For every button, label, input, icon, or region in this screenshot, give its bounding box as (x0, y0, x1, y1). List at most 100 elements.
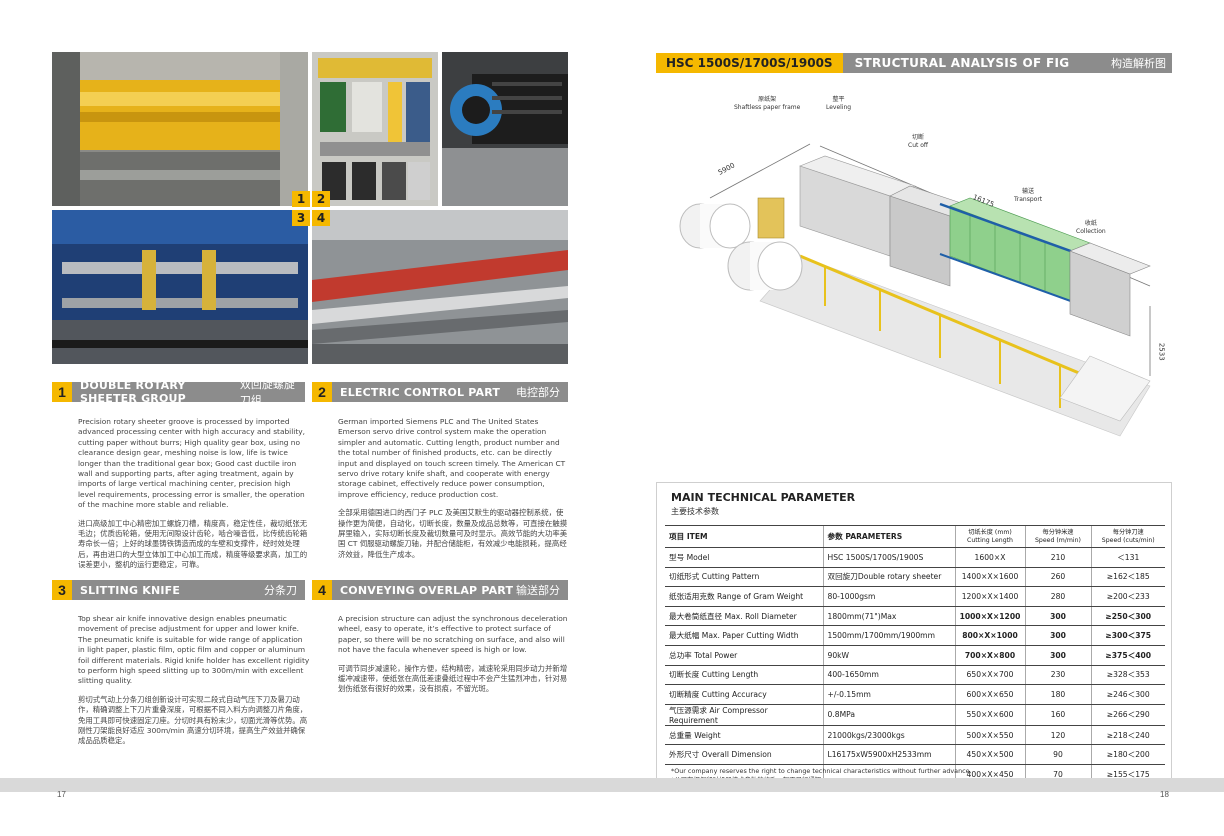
machine-illustration (679, 143, 1151, 437)
callout-collection: 收纸 Collection (1076, 220, 1106, 235)
callout-transport-cn: 输送 (1022, 188, 1035, 195)
section-2-body: German imported Siemens PLC and The Unit… (338, 417, 570, 568)
param-value: +/-0.15mm (822, 684, 955, 705)
callout-paper-frame-en: Shaftless paper frame (734, 103, 801, 111)
section-1-text-cn: 进口高级加工中心精密加工螺旋刀槽，精度高，稳定性佳，裁切纸张无毛边；优质齿轮箱，… (78, 518, 308, 570)
param-speed-cuts: ＜131 (1090, 547, 1165, 568)
parameter-table: 项目 ITEM 参数 PARAMETERS 切纸长度 (mm)Cutting L… (665, 525, 1165, 785)
param-speed-m: 260 (1024, 567, 1091, 588)
section-2-title-cn: 电控部分 (516, 387, 560, 399)
machine-diagram: 原纸架 Shaftless paper frame 整平 Leveling 切断… (650, 86, 1180, 466)
section-1-title: DOUBLE ROTARY SHEETER GROUP (80, 379, 186, 405)
photo-badge-3: 3 (292, 210, 310, 226)
param-speed-m: 120 (1024, 725, 1091, 746)
param-item: 切断精度 Cutting Accuracy (665, 684, 823, 705)
param-speed-m: 300 (1024, 606, 1091, 627)
structure-title: STRUCTURAL ANALYSIS OF FIG (854, 56, 1070, 70)
param-value: HSC 1500S/1700S/1900S (822, 547, 955, 568)
section-3-title-cn: 分条刀 (264, 585, 297, 597)
param-speed-cuts: ≥250＜300 (1090, 606, 1165, 627)
param-speed-m: 160 (1024, 704, 1091, 726)
param-speed-m: 300 (1024, 645, 1091, 666)
param-cutting-length: 1400×X×1600 (954, 567, 1025, 588)
callout-collection-en: Collection (1076, 227, 1106, 235)
header-speed-m-cn: 每分钟米速 (1042, 529, 1074, 536)
param-value: 90kW (822, 645, 955, 666)
callout-paper-frame-cn: 原纸架 (758, 96, 777, 103)
section-2-text-en: German imported Siemens PLC and The Unit… (338, 417, 566, 499)
section-3-title: SLITTING KNIFE (80, 583, 181, 597)
parameter-panel: MAIN TECHNICAL PARAMETER 主要技术参数 项目 ITEM … (656, 482, 1172, 788)
param-cutting-length: 800×X×1000 (954, 625, 1025, 646)
photo-badge-2: 2 (312, 191, 330, 207)
header-item: 项目 ITEM (665, 525, 823, 548)
photo-conveying (312, 210, 568, 364)
section-1-text-en: Precision rotary sheeter groove is proce… (78, 417, 305, 510)
param-speed-cuts: ≥162＜185 (1090, 567, 1165, 588)
page-number-left: 17 (57, 790, 66, 799)
param-cutting-length: 650×X×700 (954, 665, 1025, 686)
param-item: 型号 Model (665, 547, 823, 568)
param-value: 21000kgs/23000kgs (822, 725, 955, 746)
photo-control-cabinet (312, 52, 438, 206)
section-1-body: Precision rotary sheeter groove is proce… (78, 417, 310, 579)
param-item: 纸张适用克数 Range of Gram Weight (665, 586, 823, 607)
section-3-body: Top shear air knife innovative design en… (78, 614, 310, 755)
param-cutting-length: 500×X×550 (954, 725, 1025, 746)
section-4-title: CONVEYING OVERLAP PART (340, 583, 514, 597)
param-speed-m: 90 (1024, 744, 1091, 765)
param-value: 0.8MPa (822, 704, 955, 726)
dimension-height: 2533 (1157, 342, 1166, 361)
callout-cut-off-cn: 切断 (912, 134, 925, 141)
param-cutting-length: 600×X×650 (954, 684, 1025, 705)
param-value: L16175xW5900xH2533mm (822, 744, 955, 765)
section-4-text-en: A precision structure can adjust the syn… (338, 614, 568, 655)
section-4-body: A precision structure can adjust the syn… (338, 614, 570, 703)
param-item: 总功率 Total Power (665, 645, 823, 666)
callout-leveling-en: Leveling (826, 103, 852, 111)
callout-transport-en: Transport (1014, 195, 1043, 203)
param-cutting-length: 1000×X×1200 (954, 606, 1025, 627)
header-speed-cuts-en: Speed (cuts/min) (1101, 536, 1155, 544)
param-speed-m: 180 (1024, 684, 1091, 705)
param-value: 1500mm/1700mm/1900mm (822, 625, 955, 646)
section-2-number: 2 (312, 382, 332, 402)
param-speed-cuts: ≥266＜290 (1090, 704, 1165, 726)
param-item: 最大卷筒纸直径 Max. Roll Diameter (665, 606, 823, 627)
section-1-number: 1 (52, 382, 72, 402)
section-4-title-cn: 输送部分 (516, 585, 560, 597)
param-item: 切断长度 Cutting Length (665, 665, 823, 686)
callout-leveling: 整平 Leveling (826, 96, 851, 111)
photo-badge-1: 1 (292, 191, 310, 207)
param-speed-m: 230 (1024, 665, 1091, 686)
param-value: 双回旋刀Double rotary sheeter (822, 567, 955, 588)
section-4-number: 4 (312, 580, 332, 600)
param-cutting-length: 1600×X (954, 547, 1025, 568)
parameter-header-row: 项目 ITEM 参数 PARAMETERS 切纸长度 (mm)Cutting L… (665, 525, 1165, 548)
photo-servo-motor (442, 52, 568, 206)
param-item: 外形尺寸 Overall Dimension (665, 744, 823, 765)
param-cutting-length: 1200×X×1400 (954, 586, 1025, 607)
photo-rotary-sheeter (52, 52, 308, 206)
param-item: 最大纸幅 Max. Paper Cutting Width (665, 625, 823, 646)
param-cutting-length: 700×X×800 (954, 645, 1025, 666)
param-speed-m: 210 (1024, 547, 1091, 568)
callout-cut-off: 切断 Cut off (908, 134, 928, 149)
callout-leveling-cn: 整平 (832, 96, 845, 103)
param-speed-cuts: ≥246＜300 (1090, 684, 1165, 705)
param-value: 400-1650mm (822, 665, 955, 686)
callout-transport: 输送 Transport (1014, 188, 1042, 203)
